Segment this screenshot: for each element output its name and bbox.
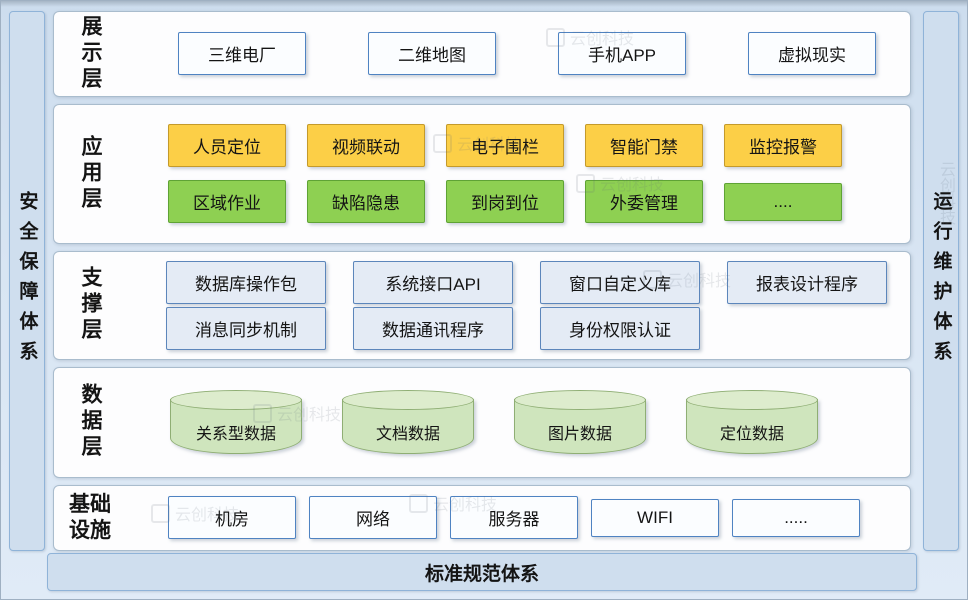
diagram-box: 外委管理 bbox=[585, 180, 703, 224]
cylinder-label: 文档数据 bbox=[375, 426, 440, 444]
item-row: 区域作业缺陷隐患到岗到位外委管理.... bbox=[158, 180, 900, 224]
layer-panel-infrastructure: 基础设施 机房网络服务器 WIFI..... bbox=[53, 484, 911, 551]
diagram-box: 系统接口API bbox=[353, 260, 513, 304]
diagram-box: 电子围栏 bbox=[446, 124, 564, 168]
diagram-box: 消息同步机制 bbox=[166, 306, 326, 350]
diagram-box: 身份权限认证 bbox=[540, 306, 700, 350]
layers-container: 展示层 三维电厂 二维地图 手机APP 虚拟现实应用层 人员定位视频联动电子围栏智能门禁监… bbox=[53, 11, 911, 551]
item-row: 人员定位视频联动电子围栏智能门禁监控报警 bbox=[158, 124, 900, 168]
item-row: 三维电厂 二维地图 手机APP 虚拟现实 bbox=[158, 32, 900, 76]
layer-label: 支撑层 bbox=[79, 266, 102, 345]
diagram-box: 数据通讯程序 bbox=[353, 306, 513, 350]
cylinder-label: 图片数据 bbox=[547, 426, 612, 444]
diagram-box: 人员定位 bbox=[168, 124, 286, 168]
diagram-box: 窗口自定义库 bbox=[540, 260, 700, 304]
diagram-box: 报表设计程序 bbox=[727, 260, 887, 304]
left-sidebar-label: 安全保障体系 bbox=[16, 191, 38, 371]
database-cylinder: 定位数据 bbox=[686, 390, 818, 455]
diagram-box: 网络 bbox=[309, 496, 437, 540]
right-sidebar-label: 运行维护体系 bbox=[930, 191, 952, 371]
cylinder-top-icon bbox=[686, 390, 818, 411]
database-cylinder: 图片数据 bbox=[514, 390, 646, 455]
item-row: 机房网络服务器 WIFI..... bbox=[158, 496, 900, 540]
layer-label: 展示层 bbox=[79, 14, 102, 93]
diagram-box: 缺陷隐患 bbox=[307, 180, 425, 224]
diagram-box: 虚拟现实 bbox=[748, 32, 876, 76]
bottom-bar-label: 标准规范体系 bbox=[424, 563, 539, 585]
item-row: 关系型数据 文档数据 图片数据 定位数据 bbox=[158, 390, 900, 455]
item-row: 数据库操作包系统接口API 窗口自定义库报表设计程序 bbox=[158, 260, 900, 304]
diagram-box: 区域作业 bbox=[168, 180, 286, 224]
diagram-box: 机房 bbox=[168, 496, 296, 540]
diagram-box: .... bbox=[724, 182, 842, 221]
item-row: 消息同步机制数据通讯程序身份权限认证 bbox=[158, 306, 900, 350]
diagram-box: 视频联动 bbox=[307, 124, 425, 168]
layer-label: 基础设施 bbox=[69, 492, 111, 542]
diagram-box: 手机APP bbox=[558, 32, 686, 76]
left-sidebar-security-system: 安全保障体系 bbox=[9, 11, 45, 551]
cylinder-label: 定位数据 bbox=[719, 426, 784, 444]
right-sidebar-operation-system: 运行维护体系 bbox=[923, 11, 959, 551]
cylinder-top-icon bbox=[514, 390, 646, 411]
layer-panel-data: 数据层关系型数据 文档数据 图片数据 定位数据 bbox=[53, 366, 911, 478]
layer-panel-presentation: 展示层 三维电厂 二维地图 手机APP 虚拟现实 bbox=[53, 11, 911, 97]
diagram-box: 服务器 bbox=[450, 496, 578, 540]
layer-label: 数据层 bbox=[79, 383, 102, 462]
cylinder-label: 关系型数据 bbox=[195, 426, 276, 444]
diagram-box: 数据库操作包 bbox=[166, 260, 326, 304]
diagram-box: 监控报警 bbox=[724, 124, 842, 168]
diagram-box: 智能门禁 bbox=[585, 124, 703, 168]
bottom-bar-standards-system: 标准规范体系 bbox=[47, 553, 917, 591]
diagram-box: ..... bbox=[732, 498, 860, 537]
diagram-box: 三维电厂 bbox=[178, 32, 306, 76]
database-cylinder: 关系型数据 bbox=[170, 390, 302, 455]
diagram-box: WIFI bbox=[591, 498, 719, 537]
diagram-box: 二维地图 bbox=[368, 32, 496, 76]
layer-label: 应用层 bbox=[79, 134, 102, 213]
diagram-box: 到岗到位 bbox=[446, 180, 564, 224]
database-cylinder: 文档数据 bbox=[342, 390, 474, 455]
cylinder-top-icon bbox=[170, 390, 302, 411]
layer-panel-application: 应用层人员定位视频联动电子围栏智能门禁监控报警区域作业缺陷隐患到岗到位外委管理.… bbox=[53, 103, 911, 244]
cylinder-top-icon bbox=[342, 390, 474, 411]
